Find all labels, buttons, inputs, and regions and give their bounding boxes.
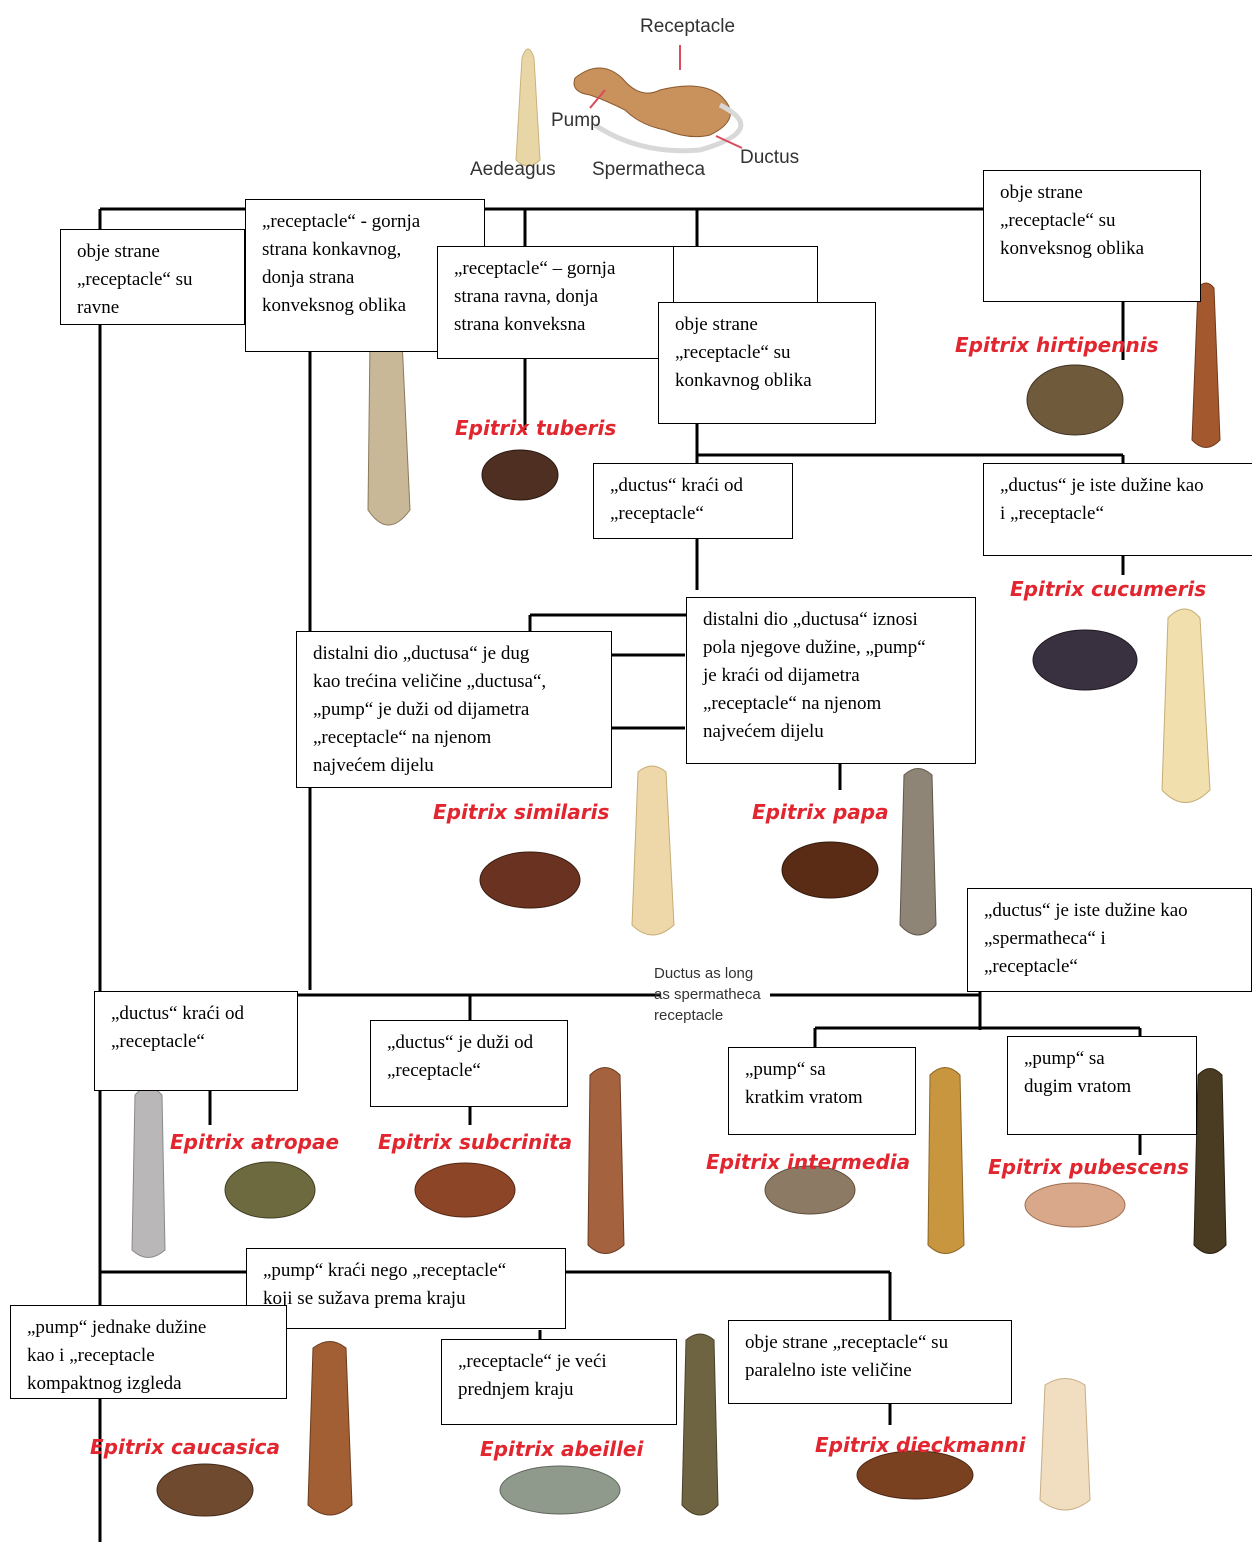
species-similaris: Epitrix similaris (433, 800, 609, 824)
aedeagus-drawing (368, 330, 410, 525)
spermatheca-drawing (782, 842, 878, 898)
species-atropae: Epitrix atropae (170, 1130, 339, 1154)
key-box-ductus-equal-both: „ductus“ je iste dužine kao „spermatheca… (967, 888, 1252, 992)
species-intermedia: Epitrix intermedia (706, 1150, 910, 1174)
aedeagus-drawing (1192, 283, 1220, 448)
key-box-distal-half: distalni dio „ductusa“ iznosi pola njego… (686, 597, 976, 764)
header-label-spermatheca: Spermatheca (592, 159, 705, 180)
key-box-ductus-equal-receptacle: „ductus“ je iste dužine kao i „receptacl… (983, 463, 1252, 556)
key-box-flat-convex: „receptacle“ – gornja strana ravna, donj… (437, 246, 677, 359)
header-label-pump: Pump (551, 110, 601, 131)
key-box-ductus-shorter-top: „ductus“ kraći od „receptacle“ (593, 463, 793, 539)
key-box-ductus-shorter-bottom: „ductus“ kraći od „receptacle“ (94, 991, 298, 1091)
spermatheca-drawing (480, 852, 580, 908)
key-box-flat-both: obje strane „receptacle“ su ravne (60, 229, 245, 325)
aedeagus-drawing (682, 1334, 718, 1515)
species-tuberis: Epitrix tuberis (455, 416, 616, 440)
species-caucasica: Epitrix caucasica (90, 1435, 280, 1459)
key-box-top-blank (673, 246, 818, 306)
spermatheca-drawing (157, 1464, 253, 1516)
key-box-concave-both: obje strane „receptacle“ su konkavnog ob… (658, 302, 876, 424)
aedeagus-drawing (1162, 609, 1210, 803)
species-pubescens: Epitrix pubescens (988, 1155, 1189, 1179)
aedeagus-drawing (1040, 1379, 1090, 1511)
header-label-receptacle: Receptacle (640, 16, 735, 37)
key-box-pump-shorter-receptacle: „pump“ kraći nego „receptacle“ koji se s… (246, 1248, 566, 1329)
aedeagus-drawing (900, 769, 936, 936)
spermatheca-drawing (857, 1451, 973, 1499)
header-illustration: Receptacle Pump Aedeagus Spermatheca Duc… (470, 16, 799, 180)
header-label-aedeagus: Aedeagus (470, 159, 556, 180)
species-papa: Epitrix papa (752, 800, 889, 824)
spermatheca-drawing (415, 1163, 515, 1217)
key-box-pump-short-neck: „pump“ sa kratkim vratom (728, 1047, 916, 1135)
aedeagus-drawing (588, 1068, 624, 1254)
species-hirtipennis: Epitrix hirtipennis (955, 333, 1158, 357)
key-box-distal-third: distalni dio „ductusa“ je dug kao trećin… (296, 631, 612, 788)
spermatheca-drawing (225, 1162, 315, 1218)
aedeagus-drawing (308, 1342, 352, 1516)
species-abeillei: Epitrix abeillei (480, 1437, 643, 1461)
key-box-convex-both: obje strane „receptacle“ su konveksnog o… (983, 170, 1201, 302)
species-dieckmanni: Epitrix dieckmanni (815, 1433, 1026, 1457)
aedeagus-drawing (928, 1068, 964, 1254)
species-cucumeris: Epitrix cucumeris (1010, 577, 1206, 601)
spermatheca-drawing (482, 450, 558, 500)
header-label-ductus: Ductus (740, 147, 799, 168)
key-box-sides-parallel: obje strane „receptacle“ su paralelno is… (728, 1320, 1012, 1404)
aedeagus-drawing (632, 766, 674, 935)
key-box-ductus-longer: „ductus“ je duži od „receptacle“ (370, 1020, 568, 1107)
species-subcrinita: Epitrix subcrinita (378, 1130, 572, 1154)
header-aedeagus-shape (516, 49, 540, 166)
spermatheca-drawing (1025, 1183, 1125, 1227)
aedeagus-drawing (132, 1088, 165, 1258)
aedeagus-drawing (1194, 1069, 1226, 1254)
middle-note: Ductus as long as spermatheca receptacle (654, 963, 761, 1026)
spermatheca-drawing (1033, 630, 1137, 690)
key-box-pump-equal: „pump“ jednake dužine kao i „receptacle … (10, 1305, 287, 1399)
key-box-pump-long-neck: „pump“ sa dugim vratom (1007, 1036, 1197, 1135)
key-box-receptacle-bigger: „receptacle“ je veći prednjem kraju (441, 1339, 677, 1425)
spermatheca-drawing (1027, 365, 1123, 435)
spermatheca-drawing (500, 1466, 620, 1514)
